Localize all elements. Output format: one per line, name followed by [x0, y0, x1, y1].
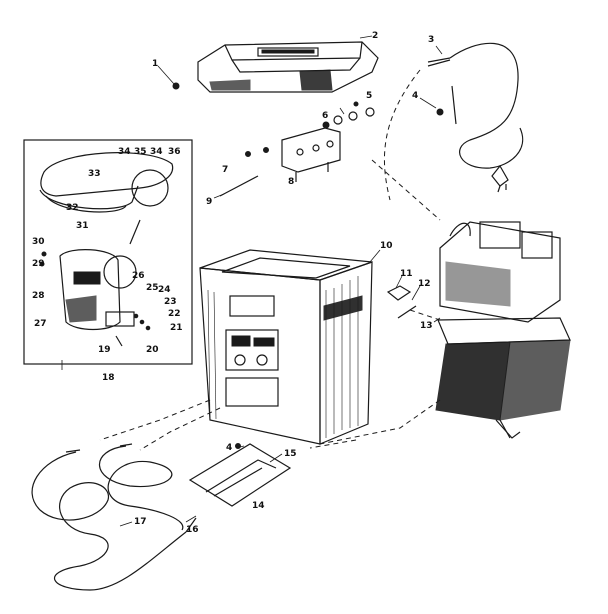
callout-5: 5 [366, 91, 372, 101]
callout-25: 25 [146, 283, 159, 293]
callout-22: 22 [168, 309, 181, 319]
top-cover-part [197, 41, 379, 93]
callout-29: 29 [32, 259, 45, 269]
callout-11: 11 [400, 269, 413, 279]
callout-17: 17 [134, 517, 147, 527]
mounting-bracket-part [281, 127, 341, 182]
callout-19: 19 [98, 345, 111, 355]
callout-34-second: 34 [150, 147, 163, 157]
callout-28: 28 [32, 291, 45, 301]
callout-12: 12 [418, 279, 431, 289]
callout-31: 31 [76, 221, 89, 231]
callout-4: 4 [412, 91, 418, 101]
electrode-holder-part [188, 443, 292, 507]
callout-18: 18 [102, 373, 115, 383]
callout-33: 33 [88, 169, 101, 179]
callout-26: 26 [132, 271, 145, 281]
washers-nuts-part [245, 101, 375, 157]
bolt-part-9 [213, 175, 259, 199]
callout-14: 14 [252, 501, 265, 511]
transformer-part [435, 221, 571, 439]
power-cord-part [427, 42, 524, 193]
callout-27: 27 [34, 319, 47, 329]
welding-cable-part [31, 443, 197, 591]
leader-lines [61, 35, 443, 527]
callout-24: 24 [158, 285, 171, 295]
callout-8: 8 [288, 177, 294, 187]
callout-16: 16 [186, 525, 199, 535]
callout-6: 6 [322, 111, 328, 121]
callout-36: 36 [168, 147, 181, 157]
callout-9: 9 [206, 197, 212, 207]
callout-20: 20 [146, 345, 159, 355]
screw-part-1 [157, 65, 180, 90]
callout-10: 10 [380, 241, 393, 251]
switch-part-11 [386, 285, 412, 301]
callout-4-lower: 4 [226, 443, 232, 453]
callout-32: 32 [66, 203, 79, 213]
callout-35: 35 [134, 147, 147, 157]
callout-2: 2 [372, 31, 378, 41]
callout-23: 23 [164, 297, 177, 307]
callout-1: 1 [152, 59, 158, 69]
callout-13: 13 [420, 321, 433, 331]
callout-15: 15 [284, 449, 297, 459]
strain-relief-part [436, 85, 457, 125]
rectifier-part-12 [397, 305, 417, 319]
callout-21: 21 [170, 323, 183, 333]
callout-30: 30 [32, 237, 45, 247]
callout-34: 34 [118, 147, 131, 157]
inset-helmet-panel [23, 139, 193, 365]
callout-7: 7 [222, 165, 228, 175]
callout-3: 3 [428, 35, 434, 45]
welder-cabinet-part [199, 249, 373, 445]
